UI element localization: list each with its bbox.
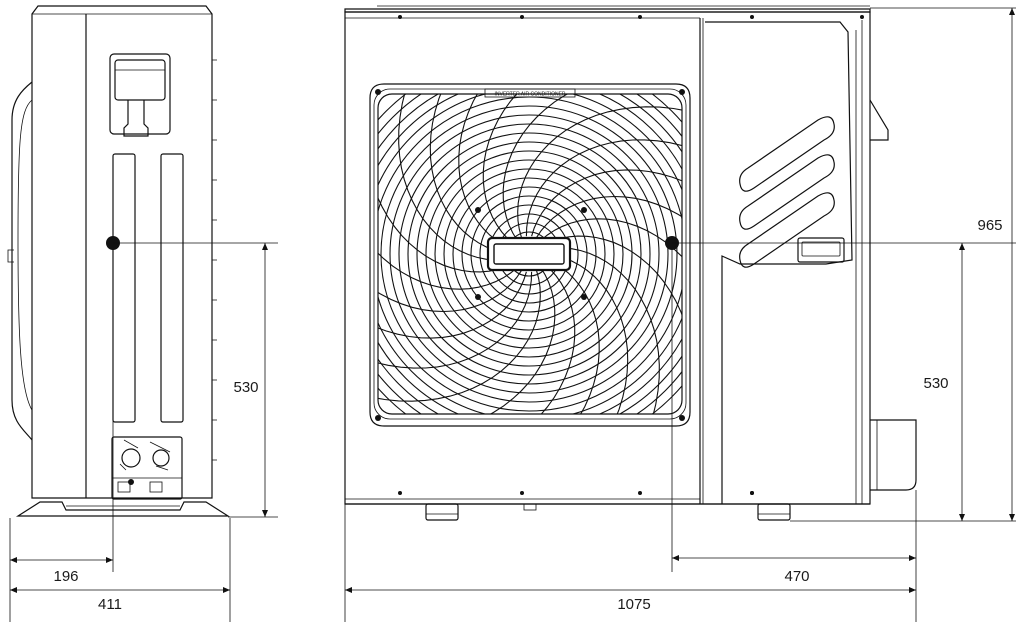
fan-spoke: [398, 94, 512, 261]
fan-spoke: [378, 214, 522, 313]
fan-spoke: [482, 94, 600, 245]
fan-spoke: [378, 102, 515, 273]
fan-spoke: [429, 94, 512, 255]
fan-spoke: [540, 218, 682, 354]
dim-side-offset: 196: [53, 568, 78, 585]
fan-spoke: [378, 271, 533, 369]
front-view: INVERTER AIR CONDITIONER: [344, 5, 1016, 522]
side-view: [7, 5, 278, 518]
dim-side-depth: 411: [98, 596, 122, 613]
fan-spoke: [546, 247, 660, 414]
fan-spoke: [546, 253, 629, 414]
fan-spoke: [502, 94, 656, 241]
front-casing: [344, 11, 871, 505]
dim-front-width: 1075: [617, 596, 650, 613]
fan-spoke: [402, 267, 556, 414]
dim-front-height: 530: [923, 375, 948, 392]
fan-spoke: [378, 271, 527, 339]
service-panel: [705, 20, 889, 504]
fan-ring: [416, 141, 642, 367]
fan-ring: [470, 195, 588, 313]
fan-spoke: [525, 139, 682, 237]
fan-ring: [407, 132, 651, 376]
fan-spoke: [543, 235, 682, 406]
side-feet: [15, 501, 231, 517]
front-feet: [425, 503, 791, 521]
fan-spoke: [378, 154, 518, 290]
fan-spoke: [458, 263, 576, 414]
fan-spoke: [458, 94, 538, 250]
side-handle: [109, 53, 171, 137]
fan-ring: [425, 150, 633, 358]
fan-ring: [479, 204, 579, 304]
fan-spoke: [378, 270, 541, 402]
side-slot-left: [112, 153, 136, 423]
dim-front-total-height: 965: [977, 217, 1002, 234]
fan-ring: [378, 96, 682, 412]
side-slot-right: [160, 153, 184, 423]
fan-ring: [434, 159, 624, 349]
side-tab: [869, 99, 889, 141]
dim-side-height: 530: [233, 379, 258, 396]
fan-ring: [461, 186, 597, 322]
side-fan-guard: [11, 81, 33, 441]
side-service-valves: [111, 436, 183, 500]
fan-grille: INVERTER AIR CONDITIONER: [369, 83, 691, 427]
fan-spoke: [531, 169, 682, 237]
fan-spoke: [517, 106, 682, 238]
dimensions: 196 411 530 470 1075 530 965: [9, 7, 1015, 622]
side-casing: [31, 5, 213, 499]
fan-ring: [398, 123, 660, 385]
service-panel-handle: [797, 237, 845, 263]
fan-spoke: [520, 258, 600, 414]
dim-front-offset: 470: [784, 568, 809, 585]
pipe-cover: [870, 419, 917, 491]
front-screws: [398, 15, 864, 495]
fan-spoke: [536, 195, 682, 294]
fan-ring: [452, 177, 606, 331]
fan-ring: [380, 105, 678, 403]
fan-nameplate: INVERTER AIR CONDITIONER: [494, 92, 565, 98]
service-panel-louvers: [739, 116, 835, 268]
fan-ring: [389, 114, 669, 394]
